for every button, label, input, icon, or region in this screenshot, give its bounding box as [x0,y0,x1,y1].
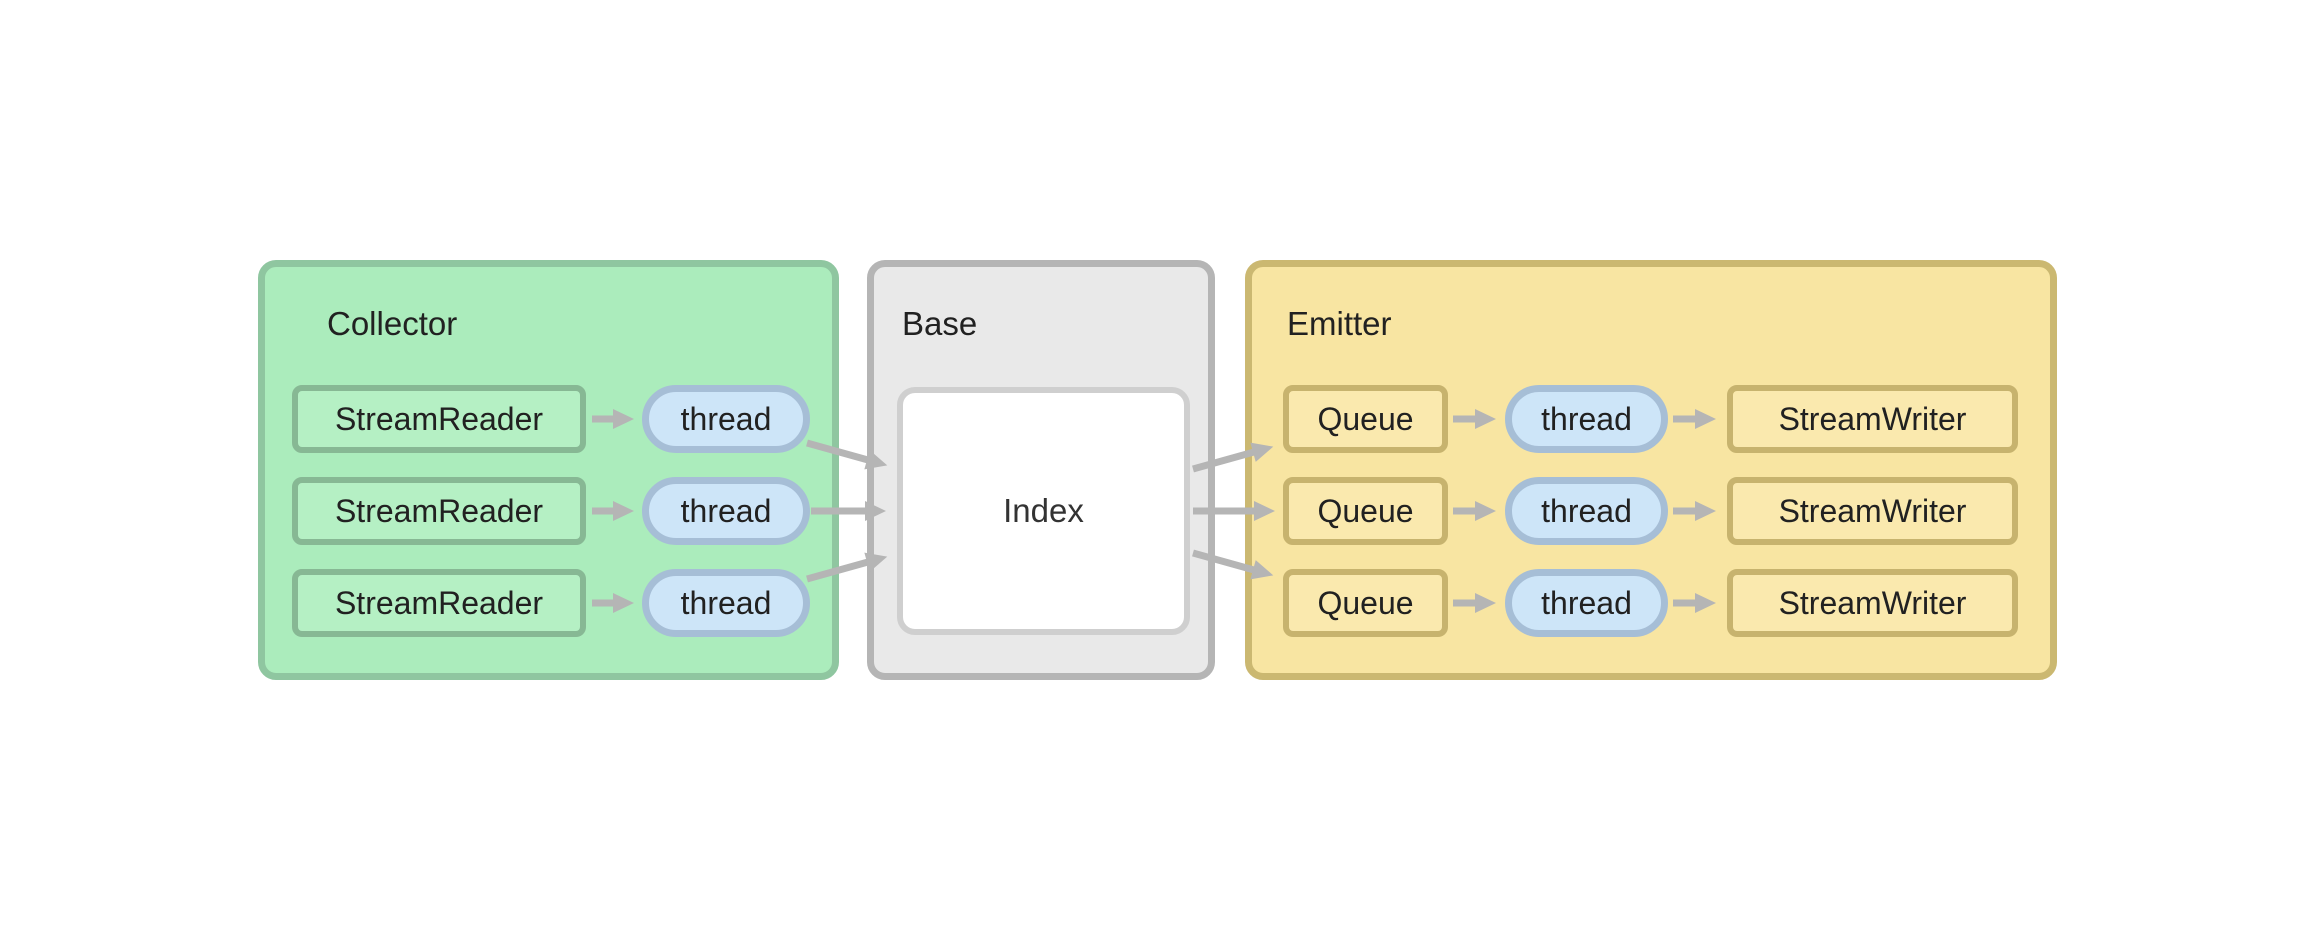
stream-writer-node-1: StreamWriter [1727,385,2018,453]
emitter-thread-node-1: thread [1505,385,1668,453]
collector-thread-node-2: thread [642,477,810,545]
collector-thread-node-3: thread [642,569,810,637]
queue-node-3: Queue [1283,569,1448,637]
queue-node-2: Queue [1283,477,1448,545]
base-group-title: Base [902,305,978,342]
index-node: Index [897,387,1190,635]
stream-writer-node-2: StreamWriter [1727,477,2018,545]
stream-writer-node-3: StreamWriter [1727,569,2018,637]
emitter-thread-node-2: thread [1505,477,1668,545]
collector-thread-node-1: thread [642,385,810,453]
emitter-group-title: Emitter [1287,305,1392,342]
emitter-thread-node-3: thread [1505,569,1668,637]
stream-reader-node-3: StreamReader [292,569,586,637]
stream-reader-node-2: StreamReader [292,477,586,545]
stream-reader-node-1: StreamReader [292,385,586,453]
collector-group-title: Collector [327,305,458,342]
queue-node-1: Queue [1283,385,1448,453]
